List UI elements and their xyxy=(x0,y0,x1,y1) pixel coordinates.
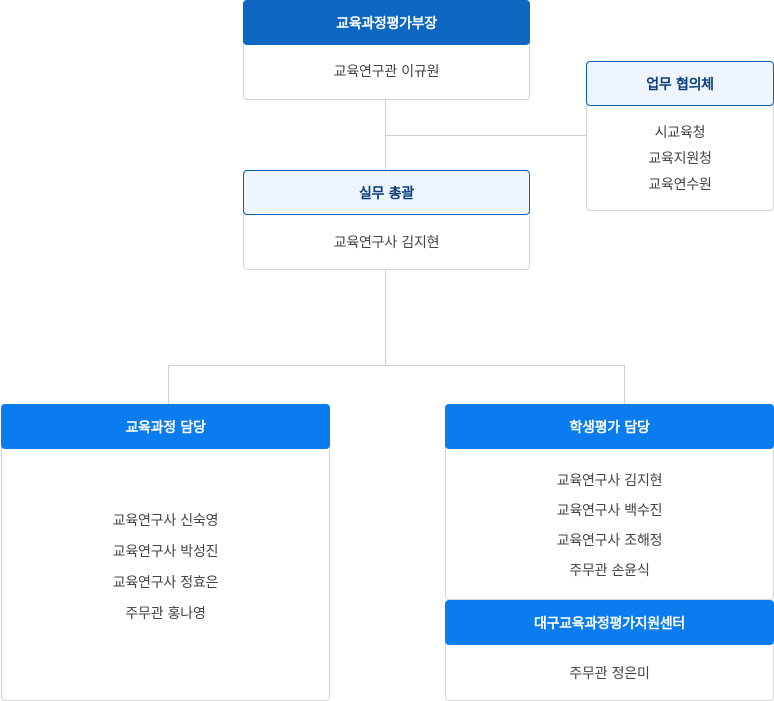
council-header: 업무 협의체 xyxy=(586,61,774,106)
director-name: 교육연구관 이규원 xyxy=(333,64,440,80)
curriculum-member: 주무관 홍나영 xyxy=(125,606,206,622)
council-member: 교육지원청 xyxy=(648,151,712,167)
connector-to-evaluation xyxy=(624,365,625,404)
curriculum-member: 교육연구사 정효은 xyxy=(112,575,219,591)
connector-director-to-general xyxy=(385,99,386,170)
general-name: 교육연구사 김지현 xyxy=(333,235,440,251)
connector-general-down xyxy=(385,269,386,366)
curriculum-header: 교육과정 담당 xyxy=(1,404,330,449)
curriculum-member: 교육연구사 박성진 xyxy=(112,544,219,560)
evaluation-member: 교육연구사 백수진 xyxy=(556,503,663,519)
curriculum-member: 교육연구사 신숙영 xyxy=(112,513,219,529)
evaluation-member: 교육연구사 김지현 xyxy=(556,473,663,489)
director-header: 교육과정평가부장 xyxy=(243,0,530,45)
evaluation-member: 교육연구사 조해정 xyxy=(556,533,663,549)
general-header: 실무 총괄 xyxy=(243,170,530,215)
council-member: 시교육청 xyxy=(654,125,706,141)
connector-to-curriculum xyxy=(168,365,169,404)
curriculum-box: 교육연구사 신숙영 교육연구사 박성진 교육연구사 정효은 주무관 홍나영 xyxy=(1,404,330,701)
connector-horizontal-split xyxy=(168,365,625,366)
center-header: 대구교육과정평가지원센터 xyxy=(445,600,774,645)
council-member: 교육연수원 xyxy=(648,177,712,193)
center-name: 주무관 정은미 xyxy=(569,666,650,682)
evaluation-header: 학생평가 담당 xyxy=(445,404,774,449)
evaluation-member: 주무관 손윤식 xyxy=(569,563,650,579)
connector-to-council xyxy=(385,135,587,136)
